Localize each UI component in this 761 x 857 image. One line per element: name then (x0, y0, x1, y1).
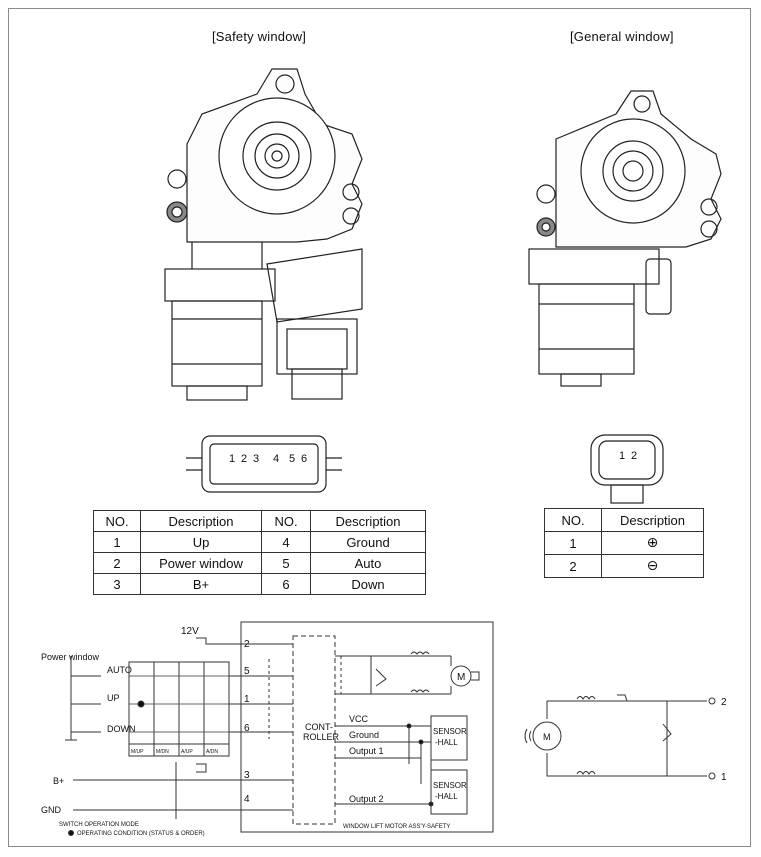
table-cell: 5 (261, 552, 311, 574)
safety-connector-pin-4: 4 (273, 453, 279, 465)
table-cell: 3 (93, 573, 141, 595)
motor-symbol-label: M (457, 672, 465, 683)
grid-col-adn: A/DN (206, 749, 218, 755)
general-connector: 1 2 (590, 434, 664, 504)
pin-6-label: 6 (244, 723, 250, 734)
grid-col-mdn: M/DN (156, 749, 169, 755)
table-cell: Power window (140, 552, 262, 574)
vcc-label: VCC (349, 714, 369, 724)
table-header-row: NO. Description (544, 508, 704, 532)
table-row: 3 B+ 6 Down (93, 573, 426, 595)
down-label: DOWN (107, 724, 136, 734)
module-caption: WINDOW LIFT MOTOR ASS'Y-SAFETY (343, 824, 450, 830)
switch-operation-mode-label: SWITCH OPERATION MODE (59, 822, 139, 828)
safety-connector-pin-5: 5 (289, 453, 295, 465)
up-label: UP (107, 693, 120, 703)
general-window-motor-drawing (528, 90, 722, 387)
grid-col-mup: M/UP (131, 749, 144, 755)
general-pin-2-label: 2 (721, 697, 727, 708)
column-header: Description (310, 510, 426, 532)
table-header-row: NO. Description NO. Description (93, 510, 426, 532)
sensor-hall-2-line1: SENSOR (433, 781, 467, 790)
safety-window-motor-drawing (164, 68, 363, 401)
table-cell: 2 (544, 554, 602, 578)
table-row: 2 Power window 5 Auto (93, 552, 426, 574)
output-2-label: Output 2 (349, 794, 384, 804)
general-connector-pin-1: 1 (619, 450, 625, 462)
table-cell: Up (140, 531, 262, 553)
table-cell: Down (310, 573, 426, 595)
safety-connector-pin-6: 6 (301, 453, 307, 465)
output-1-label: Output 1 (349, 746, 384, 756)
diagram-frame: [Safety window] [General window] (8, 8, 751, 847)
12v-label: 12V (181, 626, 199, 637)
table-cell: 1 (544, 531, 602, 555)
table-cell: Auto (310, 552, 426, 574)
auto-label: AUTO (107, 665, 132, 675)
table-cell: Ground (310, 531, 426, 553)
table-row: 1 Up 4 Ground (93, 531, 426, 553)
table-cell: 6 (261, 573, 311, 595)
general-pin-1-label: 1 (721, 772, 727, 783)
sensor-hall-1-line1: SENSOR (433, 727, 467, 736)
sensor-hall-2-line2: -HALL (435, 792, 458, 801)
table-cell: B+ (140, 573, 262, 595)
pin-5-label: 5 (244, 666, 250, 677)
pin-1-label: 1 (244, 694, 250, 705)
sensor-hall-1-line2: -HALL (435, 738, 458, 747)
safety-window-title: [Safety window] (212, 29, 307, 44)
b-plus-label: B+ (53, 776, 64, 786)
general-pin-table: NO. Description 1 ⊕ 2 ⊖ (544, 508, 704, 578)
power-window-label: Power window (41, 652, 100, 662)
column-header: NO. (544, 508, 602, 532)
column-header: Description (140, 510, 262, 532)
table-row: 1 ⊕ (544, 531, 704, 555)
general-window-schematic: M 2 1 (524, 694, 727, 783)
general-window-title: [General window] (570, 29, 674, 44)
safety-window-schematic: 12V Power window AUTO UP DOWN B+ GND M/U… (41, 621, 494, 837)
ground-label: Ground (349, 730, 379, 740)
table-row: 2 ⊖ (544, 554, 704, 578)
minus-symbol-cell: ⊖ (601, 554, 704, 578)
plus-symbol-cell: ⊕ (601, 531, 704, 555)
safety-connector-pin-1: 1 (229, 453, 235, 465)
table-cell: 1 (93, 531, 141, 553)
general-connector-pin-2: 2 (631, 450, 637, 462)
safety-connector-pin-2: 2 (241, 453, 247, 465)
general-motor-label: M (543, 732, 551, 742)
operating-condition-label: OPERATING CONDITION (STATUS & ORDER) (77, 831, 205, 837)
column-header: NO. (261, 510, 311, 532)
safety-connector-pin-3: 3 (253, 453, 259, 465)
pin-4-label: 4 (244, 794, 250, 805)
column-header: Description (601, 508, 704, 532)
table-cell: 2 (93, 552, 141, 574)
column-header: NO. (93, 510, 141, 532)
grid-col-aup: A/UP (181, 749, 193, 755)
controller-label-line1: CONT- (305, 722, 333, 732)
controller-label-line2: ROLLER (303, 732, 340, 742)
safety-pin-table: NO. Description NO. Description 1 Up 4 G… (93, 510, 426, 595)
table-cell: 4 (261, 531, 311, 553)
pin-3-label: 3 (244, 770, 250, 781)
gnd-label: GND (41, 805, 62, 815)
